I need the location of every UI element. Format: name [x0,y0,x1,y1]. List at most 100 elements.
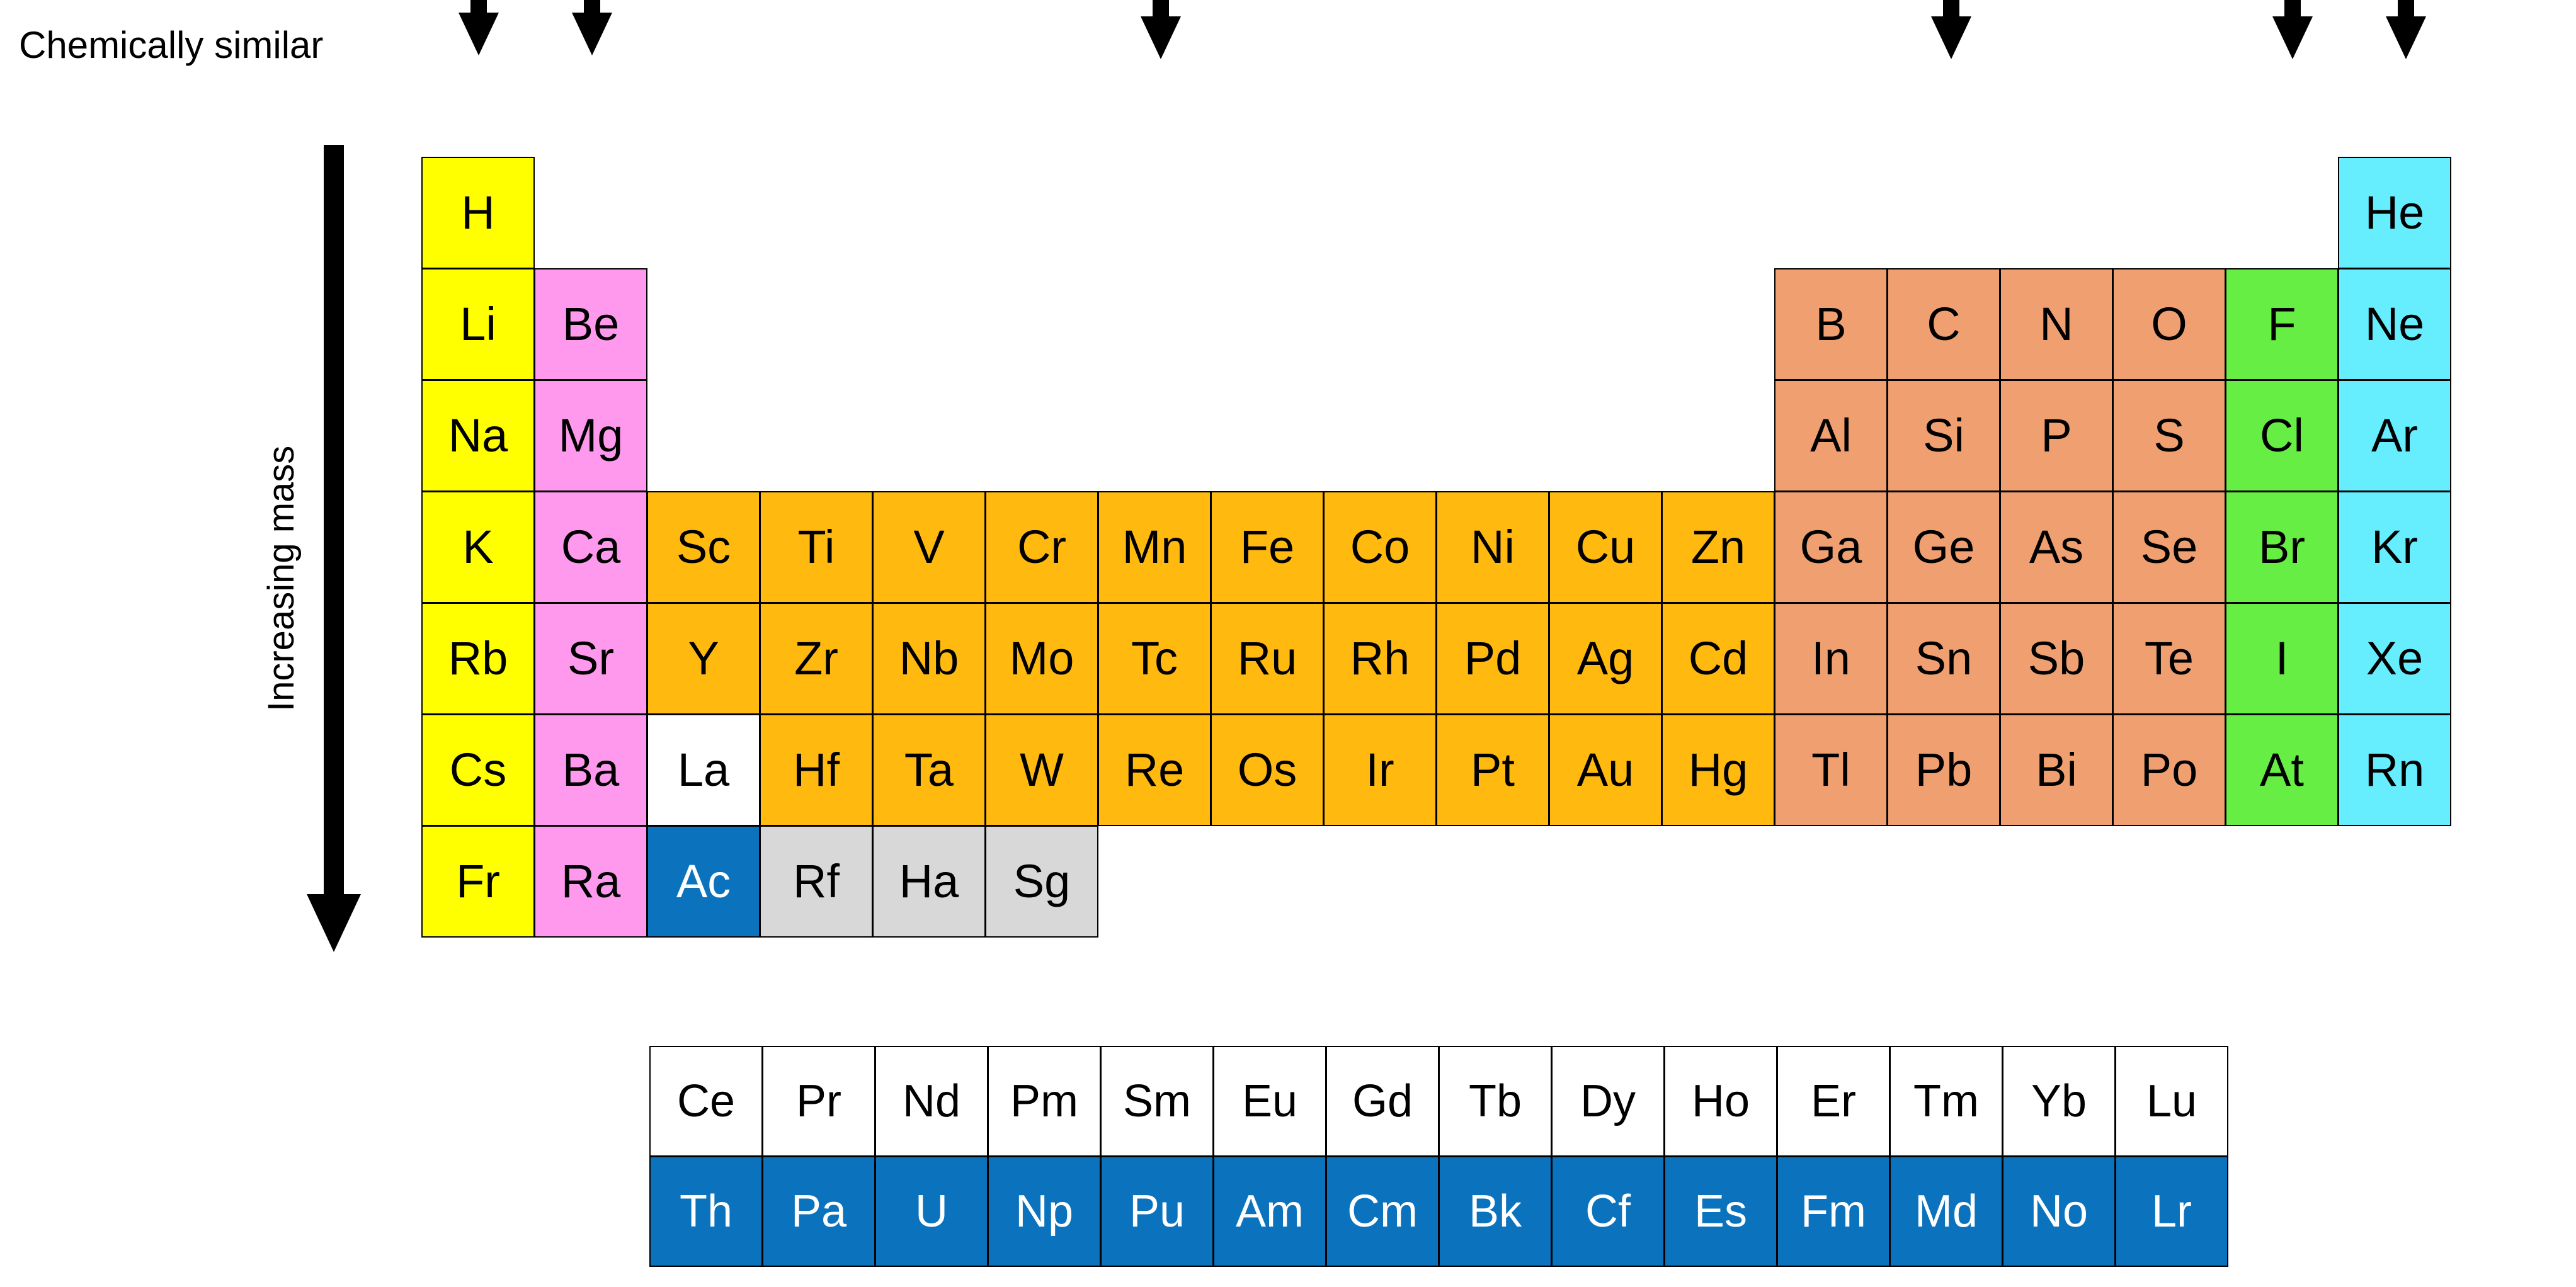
element-cell-au[interactable]: Au [1549,714,1662,826]
element-cell-n[interactable]: N [2000,268,2113,380]
element-cell-f[interactable]: F [2225,268,2339,380]
element-cell-bi[interactable]: Bi [2000,714,2113,826]
element-cell-o[interactable]: O [2112,268,2226,380]
element-cell-pa[interactable]: Pa [762,1156,875,1267]
element-cell-u[interactable]: U [875,1156,988,1267]
element-cell-tc[interactable]: Tc [1098,603,1211,715]
element-cell-pt[interactable]: Pt [1436,714,1549,826]
element-cell-ru[interactable]: Ru [1211,603,1324,715]
element-cell-fr[interactable]: Fr [421,825,535,938]
element-cell-ge[interactable]: Ge [1887,491,2000,603]
element-cell-nd[interactable]: Nd [875,1046,988,1157]
element-cell-np[interactable]: Np [988,1156,1101,1267]
element-cell-as[interactable]: As [2000,491,2113,603]
element-cell-la[interactable]: La [647,714,760,826]
element-cell-mg[interactable]: Mg [534,380,647,492]
element-cell-mn[interactable]: Mn [1098,491,1211,603]
element-cell-os[interactable]: Os [1211,714,1324,826]
element-cell-v[interactable]: V [872,491,986,603]
element-cell-sn[interactable]: Sn [1887,603,2000,715]
element-cell-tm[interactable]: Tm [1889,1046,2003,1157]
element-cell-at[interactable]: At [2225,714,2339,826]
element-cell-si[interactable]: Si [1887,380,2000,492]
element-cell-be[interactable]: Be [534,268,647,380]
element-cell-al[interactable]: Al [1774,380,1888,492]
element-cell-rn[interactable]: Rn [2338,714,2451,826]
element-cell-w[interactable]: W [985,714,1098,826]
element-cell-y[interactable]: Y [647,603,760,715]
element-cell-sc[interactable]: Sc [647,491,760,603]
element-cell-po[interactable]: Po [2112,714,2226,826]
element-cell-hg[interactable]: Hg [1661,714,1775,826]
element-cell-fe[interactable]: Fe [1211,491,1324,603]
element-cell-zr[interactable]: Zr [760,603,873,715]
element-cell-ra[interactable]: Ra [534,825,647,938]
element-cell-lu[interactable]: Lu [2115,1046,2228,1157]
element-cell-ha[interactable]: Ha [872,825,986,938]
element-cell-kr[interactable]: Kr [2338,491,2451,603]
element-cell-ba[interactable]: Ba [534,714,647,826]
element-cell-cd[interactable]: Cd [1661,603,1775,715]
element-cell-cm[interactable]: Cm [1326,1156,1439,1267]
element-cell-xe[interactable]: Xe [2338,603,2451,715]
element-cell-k[interactable]: K [421,491,535,603]
element-cell-ti[interactable]: Ti [760,491,873,603]
element-cell-cl[interactable]: Cl [2225,380,2339,492]
element-cell-pm[interactable]: Pm [988,1046,1101,1157]
element-cell-p[interactable]: P [2000,380,2113,492]
element-cell-tl[interactable]: Tl [1774,714,1888,826]
element-cell-ce[interactable]: Ce [649,1046,763,1157]
element-cell-cu[interactable]: Cu [1549,491,1662,603]
element-cell-rf[interactable]: Rf [760,825,873,938]
element-cell-yb[interactable]: Yb [2002,1046,2116,1157]
element-cell-th[interactable]: Th [649,1156,763,1267]
element-cell-cf[interactable]: Cf [1551,1156,1665,1267]
element-cell-ne[interactable]: Ne [2338,268,2451,380]
element-cell-pd[interactable]: Pd [1436,603,1549,715]
element-cell-pu[interactable]: Pu [1100,1156,1214,1267]
element-cell-he[interactable]: He [2338,157,2451,269]
element-cell-ho[interactable]: Ho [1664,1046,1777,1157]
element-cell-rb[interactable]: Rb [421,603,535,715]
element-cell-h[interactable]: H [421,157,535,269]
element-cell-re[interactable]: Re [1098,714,1211,826]
element-cell-zn[interactable]: Zn [1661,491,1775,603]
element-cell-gd[interactable]: Gd [1326,1046,1439,1157]
element-cell-sm[interactable]: Sm [1100,1046,1214,1157]
element-cell-md[interactable]: Md [1889,1156,2003,1267]
element-cell-tb[interactable]: Tb [1439,1046,1552,1157]
element-cell-hf[interactable]: Hf [760,714,873,826]
element-cell-pb[interactable]: Pb [1887,714,2000,826]
element-cell-mo[interactable]: Mo [985,603,1098,715]
element-cell-no[interactable]: No [2002,1156,2116,1267]
element-cell-ni[interactable]: Ni [1436,491,1549,603]
element-cell-br[interactable]: Br [2225,491,2339,603]
element-cell-es[interactable]: Es [1664,1156,1777,1267]
element-cell-ga[interactable]: Ga [1774,491,1888,603]
element-cell-cs[interactable]: Cs [421,714,535,826]
element-cell-rh[interactable]: Rh [1323,603,1437,715]
element-cell-cr[interactable]: Cr [985,491,1098,603]
element-cell-c[interactable]: C [1887,268,2000,380]
element-cell-er[interactable]: Er [1777,1046,1890,1157]
element-cell-eu[interactable]: Eu [1213,1046,1326,1157]
element-cell-ar[interactable]: Ar [2338,380,2451,492]
element-cell-in[interactable]: In [1774,603,1888,715]
element-cell-lr[interactable]: Lr [2115,1156,2228,1267]
element-cell-nb[interactable]: Nb [872,603,986,715]
element-cell-se[interactable]: Se [2112,491,2226,603]
element-cell-b[interactable]: B [1774,268,1888,380]
element-cell-ta[interactable]: Ta [872,714,986,826]
element-cell-pr[interactable]: Pr [762,1046,875,1157]
element-cell-sb[interactable]: Sb [2000,603,2113,715]
element-cell-ag[interactable]: Ag [1549,603,1662,715]
element-cell-sg[interactable]: Sg [985,825,1098,938]
element-cell-sr[interactable]: Sr [534,603,647,715]
element-cell-i[interactable]: I [2225,603,2339,715]
element-cell-s[interactable]: S [2112,380,2226,492]
element-cell-fm[interactable]: Fm [1777,1156,1890,1267]
element-cell-dy[interactable]: Dy [1551,1046,1665,1157]
element-cell-ca[interactable]: Ca [534,491,647,603]
element-cell-na[interactable]: Na [421,380,535,492]
element-cell-am[interactable]: Am [1213,1156,1326,1267]
